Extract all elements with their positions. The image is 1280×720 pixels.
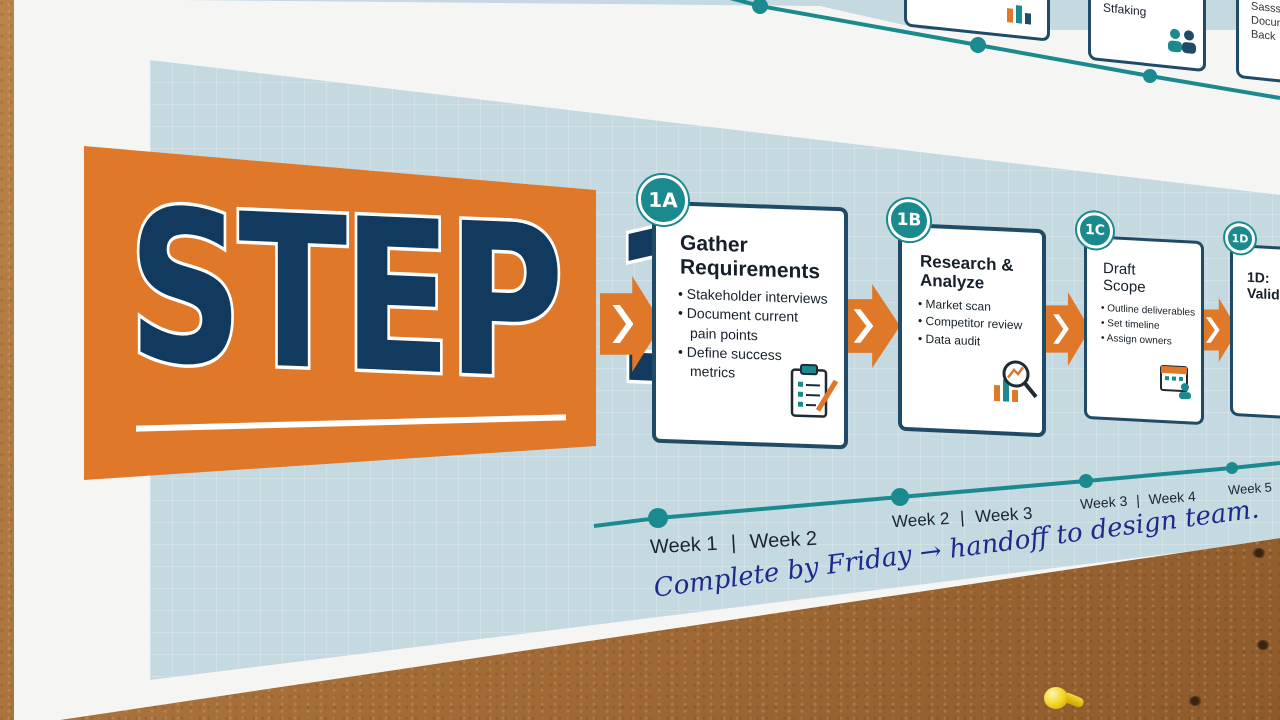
week-start: Week 3 bbox=[1079, 492, 1128, 513]
calendar-team-icon bbox=[1160, 364, 1191, 400]
step-card-1d: 1D 1D: Validat bbox=[1225, 222, 1280, 421]
step-card-title: Requirements bbox=[680, 255, 821, 283]
bar-chart-icon bbox=[1007, 5, 1031, 25]
week-start: Week 1 bbox=[649, 532, 719, 559]
step-card-title: Validat bbox=[1247, 284, 1280, 303]
pin-hole bbox=[1256, 640, 1270, 650]
team-icon bbox=[1168, 28, 1196, 54]
magnifier-chart-icon bbox=[994, 360, 1038, 403]
step-card-1c: 1C Draft Scope Outline deliverables Set … bbox=[1077, 211, 1204, 426]
step-badge: 1A bbox=[638, 174, 688, 226]
week-end: Week 3 bbox=[974, 503, 1033, 527]
pushpin-icon bbox=[1044, 684, 1086, 714]
step-badge: 1D bbox=[1225, 222, 1255, 255]
step-card-1b: 1B Research & Analyze Market scan Compet… bbox=[888, 198, 1046, 438]
upper-card-1 bbox=[904, 0, 1050, 42]
step-card-1a: 1A Gather Requirements Stakeholder inter… bbox=[638, 174, 848, 450]
clipboard-checklist-icon bbox=[790, 363, 838, 418]
week-end: Week 2 bbox=[749, 527, 818, 554]
pin-hole bbox=[1252, 548, 1266, 558]
step-title: STEP 1 bbox=[125, 161, 720, 436]
week-start: Week 2 bbox=[891, 508, 950, 532]
upper-card-2: Stfaking bbox=[1088, 0, 1206, 73]
pin-hole bbox=[1188, 696, 1202, 706]
